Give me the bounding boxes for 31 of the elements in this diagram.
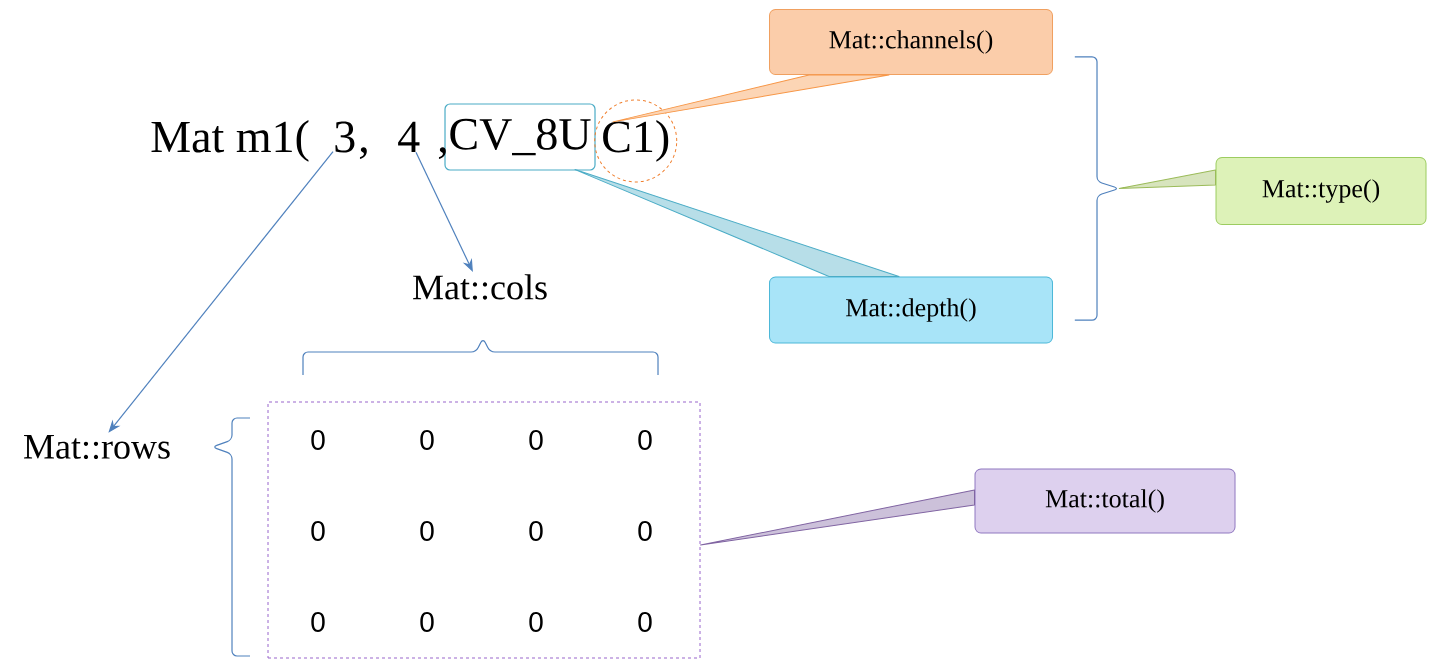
- callout-box: Mat::type(): [1215, 157, 1427, 225]
- matrix-entry: 0: [420, 430, 434, 450]
- callout-pointer: [1118, 169, 1216, 189]
- code-text: ,: [359, 147, 367, 160]
- field-label: Mat::cols: [413, 274, 547, 300]
- matrix-entry: 0: [420, 612, 434, 632]
- callout-box: Mat::channels(): [769, 9, 1053, 75]
- matrix-entry: 0: [529, 430, 543, 450]
- matrix-box: [267, 401, 701, 659]
- brace: [1074, 56, 1117, 321]
- matrix-entry: 0: [638, 612, 652, 632]
- code-text: ,: [438, 147, 446, 160]
- field-label: Mat::rows: [24, 434, 170, 460]
- matrix-entry: 0: [638, 521, 652, 541]
- matrix-entry: 0: [529, 521, 543, 541]
- callout-box: Mat::depth(): [769, 276, 1053, 344]
- code-text: Mat m1(: [151, 120, 309, 162]
- callout-pointer: [574, 169, 900, 277]
- code-argument: 3: [335, 121, 355, 153]
- matrix-entry: 0: [311, 612, 325, 632]
- code-argument: 4: [398, 121, 420, 152]
- matrix-entry: 0: [311, 430, 325, 450]
- callout-box: Mat::total(): [974, 468, 1236, 534]
- circled-text: C1): [594, 99, 678, 183]
- arrow: [108, 151, 334, 433]
- matrix-entry: 0: [311, 521, 325, 541]
- matrix-entry: 0: [420, 521, 434, 541]
- callout-pointer: [612, 74, 890, 123]
- matrix-entry: 0: [638, 430, 652, 450]
- callout-pointer: [700, 489, 975, 546]
- matrix-entry: 0: [529, 612, 543, 632]
